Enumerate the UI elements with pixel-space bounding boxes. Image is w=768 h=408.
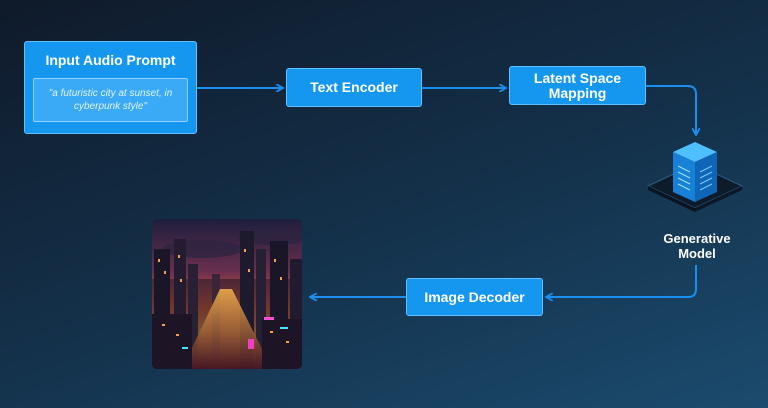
arrow-model-to-decoder [547, 265, 697, 297]
server-stack-icon [646, 142, 744, 212]
generative-model-label: Generative Model [663, 231, 731, 261]
image-decoder-node: Image Decoder [406, 278, 543, 316]
input-audio-prompt-node: Input Audio Prompt "a futuristic city at… [24, 41, 197, 134]
text-encoder-node: Text Encoder [286, 68, 422, 107]
arrow-latent-to-model [646, 85, 696, 134]
generated-city-image [152, 219, 302, 369]
prompt-text: "a futuristic city at sunset, in cyberpu… [33, 78, 188, 122]
input-title: Input Audio Prompt [45, 52, 176, 68]
latent-space-mapping-node: Latent Space Mapping [509, 66, 646, 105]
